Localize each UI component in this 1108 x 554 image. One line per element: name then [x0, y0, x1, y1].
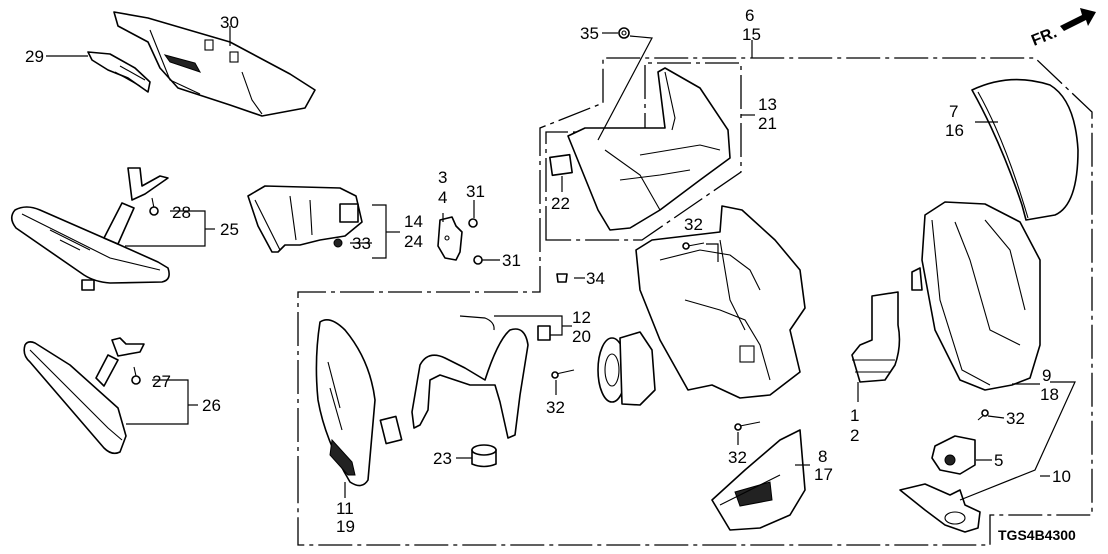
part-22-pad[interactable]: [549, 153, 573, 177]
part-3-4-bracket[interactable]: [437, 216, 463, 261]
part-34-clip[interactable]: [556, 273, 568, 283]
callout-32-middle[interactable]: 32: [546, 398, 565, 417]
part-8-17-lower-cover[interactable]: [711, 429, 806, 531]
part-5-camera[interactable]: [931, 435, 976, 475]
part-30-console-cover[interactable]: [113, 11, 316, 117]
callout-24[interactable]: 24: [404, 232, 423, 251]
callout-11[interactable]: 11: [336, 499, 354, 518]
callout-17[interactable]: 17: [814, 465, 833, 484]
part-32-screw-right[interactable]: [977, 409, 989, 421]
callout-13[interactable]: 13: [758, 95, 777, 114]
part-32-screw-upper[interactable]: [682, 242, 705, 250]
callout-25[interactable]: 25: [220, 220, 239, 239]
mirror-actuator[interactable]: [597, 331, 656, 406]
part-25-rearview-mirror[interactable]: [10, 167, 170, 291]
callout-33[interactable]: 33: [352, 234, 371, 253]
callout-28[interactable]: 28: [172, 203, 191, 222]
callout-6[interactable]: 6: [745, 6, 754, 25]
part-28-screw[interactable]: [149, 197, 159, 216]
diagram-code: TGS4B4300: [998, 527, 1076, 543]
part-33-clip[interactable]: [333, 238, 343, 248]
part-32-screw-lower[interactable]: [734, 421, 761, 431]
callout-12[interactable]: 12: [572, 308, 591, 327]
assembly-boundary: [297, 57, 1093, 546]
callout-10[interactable]: 10: [1052, 467, 1071, 486]
leader-lines: [46, 26, 1076, 501]
callout-5[interactable]: 5: [994, 451, 1003, 470]
callout-4[interactable]: 4: [438, 188, 447, 207]
part-6-15-mirror-base[interactable]: [635, 205, 806, 399]
callout-16[interactable]: 16: [945, 121, 964, 140]
part-14-24-control-housing[interactable]: [247, 185, 363, 253]
part-23-grommet[interactable]: [471, 444, 497, 468]
callout-8[interactable]: 8: [818, 447, 827, 466]
callout-32-upper[interactable]: 32: [684, 215, 703, 234]
front-direction-marker: FR.: [1029, 8, 1096, 50]
callout-30[interactable]: 30: [220, 13, 239, 32]
part-1-2-turn-signal[interactable]: [851, 291, 901, 383]
part-31-clip-lower[interactable]: [473, 255, 483, 265]
callout-32-right[interactable]: 32: [1006, 409, 1025, 428]
callout-15[interactable]: 15: [742, 25, 761, 44]
callout-2[interactable]: 2: [850, 426, 859, 445]
callout-labels: 1 2 3 4 5 6 7 8 9 10 11 12 13 14 15 16 1…: [25, 6, 1076, 543]
part-32-screw-middle[interactable]: [551, 369, 575, 379]
part-26-rearview-mirror[interactable]: [23, 337, 145, 455]
callout-35[interactable]: 35: [580, 24, 599, 43]
part-12-20-harness[interactable]: [379, 315, 551, 445]
callout-18[interactable]: 18: [1040, 385, 1059, 404]
callout-14[interactable]: 14: [404, 212, 423, 231]
subassembly-boundary-13-21: [545, 62, 742, 241]
callout-22[interactable]: 22: [551, 194, 570, 213]
callout-20[interactable]: 20: [572, 327, 591, 346]
callout-23[interactable]: 23: [433, 449, 452, 468]
part-9-18-mirror-housing[interactable]: [911, 201, 1041, 391]
part-29-clip[interactable]: [87, 51, 151, 93]
part-35-nut[interactable]: [618, 27, 630, 39]
callout-9[interactable]: 9: [1042, 366, 1051, 385]
callout-26[interactable]: 26: [202, 396, 221, 415]
part-11-19-mirror-glass[interactable]: [315, 319, 376, 487]
callout-1[interactable]: 1: [850, 406, 859, 425]
part-27-screw[interactable]: [131, 366, 141, 385]
callout-7[interactable]: 7: [949, 102, 958, 121]
callout-31-lower[interactable]: 31: [502, 251, 521, 270]
callout-21[interactable]: 21: [758, 114, 777, 133]
fr-label: FR.: [1029, 24, 1059, 49]
callout-31-upper[interactable]: 31: [466, 182, 485, 201]
callout-3[interactable]: 3: [438, 168, 447, 187]
part-10-lower-housing[interactable]: [899, 483, 981, 533]
callout-32-lower[interactable]: 32: [728, 448, 747, 467]
part-31-clip-upper[interactable]: [468, 218, 478, 228]
front-arrow-icon: [1060, 8, 1096, 31]
callout-19[interactable]: 19: [336, 517, 355, 536]
callout-34[interactable]: 34: [586, 269, 605, 288]
part-7-16-skull-cap[interactable]: [971, 78, 1079, 221]
callout-29[interactable]: 29: [25, 47, 44, 66]
callout-27[interactable]: 27: [152, 372, 171, 391]
part-13-21-frame[interactable]: [567, 67, 731, 231]
